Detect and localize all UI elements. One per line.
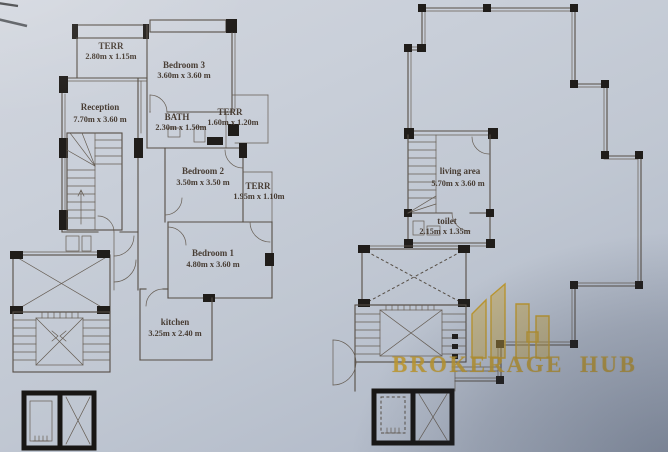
door-arc [249,221,271,243]
void-shaft-left [10,250,111,314]
room-dims-terrace-bedroom2: 1.95m x 1.10m [233,192,284,201]
logo-tower-1 [471,298,487,359]
logo-tower-2 [490,282,506,359]
stair-direction-arrow [51,330,67,342]
room-name-bedroom3: Bedroom 3 [163,60,206,70]
door-arc [164,197,183,216]
room-dims-bedroom3: 3.60m x 3.60 m [157,71,210,80]
toilet-fixtures [412,220,441,236]
brokerage-hub-logo [471,282,550,359]
room-dims-reception: 7.70m x 3.60 m [73,115,126,124]
staircase-lower-right [354,304,467,363]
room-name-bath: BATH [165,112,190,122]
hall-fixtures [65,231,137,291]
door-arc [332,362,357,386]
elevator-shaft-right [371,388,455,446]
brokerage-hub-wordmark: BROKERAGE HUB [392,352,654,378]
door-arc [451,212,471,232]
staircase-reception [66,132,123,231]
room-dims-bedroom1: 4.80m x 3.60 m [186,260,239,269]
room-dims-kitchen: 3.25m x 2.40 m [148,329,201,338]
logo-tower-3 [515,303,530,359]
room-dims-terrace-small: 1.60m x 1.20m [207,118,258,127]
room-name-bedroom2: Bedroom 2 [182,166,225,176]
bedroom3-walls [146,19,237,149]
void-shaft-right [358,245,470,307]
door-arc [149,94,168,113]
room-dims-bedroom2: 3.50m x 3.50 m [176,178,229,187]
reception-walls [59,76,148,291]
room-name-bedroom1: Bedroom 1 [192,248,235,258]
staircase-living-unit [407,134,437,214]
paper-corner-marks [0,2,28,28]
room-labels: TERR 2.80m x 1.15m Bedroom 3 3.60m x 3.6… [73,41,484,338]
staircase-lower-left [12,311,111,373]
wordmark-word1: BROKERAGE [392,352,565,377]
door-arc [471,136,490,155]
right-floor-plan [332,4,643,446]
terrace-boundary [404,4,643,384]
room-name-kitchen: kitchen [161,317,190,327]
door-arc [113,235,135,257]
room-dims-terrace-top: 2.80m x 1.15m [85,52,136,61]
logo-crossbar [526,331,539,343]
room-dims-bath: 2.30m x 1.50m [155,123,206,132]
room-dims-living-area: 5.70m x 3.60 m [431,179,484,188]
door-arc [224,149,244,169]
room-dims-toilet: 2.15m x 1.35m [419,227,470,236]
bedroom1-walls [167,221,274,302]
terrace-parapet-left [72,24,149,79]
kitchen-walls [139,288,213,361]
room-name-terrace-top: TERR [98,41,124,51]
wordmark-word2: HUB [580,352,638,377]
room-name-toilet: toilet [437,216,457,226]
left-floor-plan [10,19,274,451]
room-name-terrace-bedroom2: TERR [245,181,271,191]
vent-hatch [32,435,50,442]
door-arc [113,259,137,283]
elevator-shaft-left [21,390,97,451]
bedroom2-walls [164,143,247,223]
vent-hatch [384,427,402,434]
logo-tower-4 [535,315,550,359]
door-arc [332,339,357,364]
room-name-terrace-small: TERR [217,107,243,117]
bathroom-walls [146,111,244,149]
door-arc [167,226,187,246]
room-name-living-area: living area [440,166,481,176]
vestibule-right [332,339,499,392]
stair-direction-arrow [77,189,85,225]
terrace-bedroom2-walls [242,171,273,223]
room-name-reception: Reception [81,102,120,112]
door-arc [145,288,164,307]
